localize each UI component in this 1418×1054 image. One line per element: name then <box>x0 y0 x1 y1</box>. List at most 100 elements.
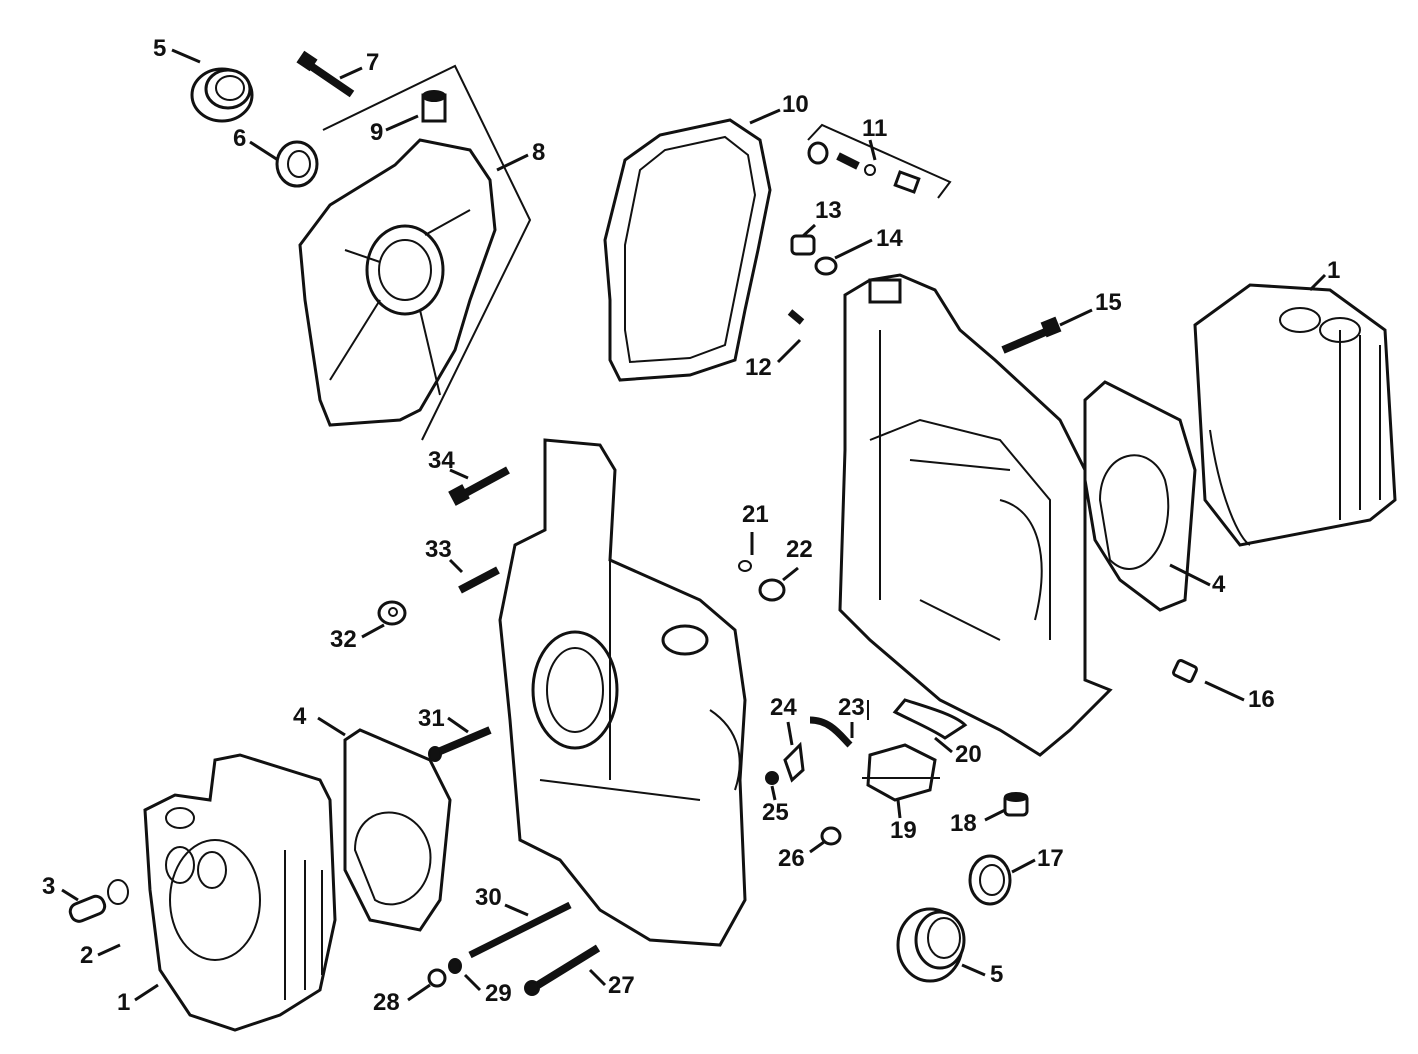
leader-line-1 <box>1308 273 1327 292</box>
callout-label-23: 23 <box>838 694 865 721</box>
callout-label-20: 20 <box>955 741 982 768</box>
callout-label-3: 3 <box>42 873 55 900</box>
leader-line-32 <box>361 623 385 639</box>
leader-line-16 <box>1204 680 1245 702</box>
leader-line-15 <box>1059 308 1093 327</box>
plug-16 <box>1172 659 1198 683</box>
leader-line-8 <box>496 153 529 172</box>
leader-line-10 <box>749 108 781 125</box>
callout-label-4: 4 <box>1212 571 1226 598</box>
pin-12 <box>787 309 805 325</box>
bracket-24 <box>783 741 805 783</box>
leader-line-20 <box>934 736 953 754</box>
stud-33 <box>458 566 500 594</box>
module-19 <box>862 743 940 802</box>
callout-label-29: 29 <box>485 980 512 1007</box>
bolt-31 <box>428 726 492 762</box>
bolt-34 <box>448 466 510 506</box>
clip-14 <box>814 256 838 276</box>
leader-line-9 <box>385 114 419 132</box>
callout-label-21: 21 <box>742 501 769 528</box>
leader-line-26 <box>809 840 825 854</box>
leader-line-17 <box>1011 858 1036 874</box>
tube-23 <box>809 700 869 748</box>
callout-label-4: 4 <box>293 703 307 730</box>
leader-line-34 <box>449 468 469 480</box>
leader-line-24 <box>786 721 794 746</box>
seal-6 <box>275 140 319 188</box>
callout-label-2: 2 <box>80 942 93 969</box>
callout-label-10: 10 <box>782 91 809 118</box>
callout-label-24: 24 <box>770 694 797 721</box>
leader-line-28 <box>407 983 431 1002</box>
gasket-4-left <box>343 728 452 932</box>
leader-line-12 <box>776 338 802 364</box>
seal-17 <box>968 854 1012 906</box>
callout-label-16: 16 <box>1248 686 1275 713</box>
callout-label-31: 31 <box>418 705 445 732</box>
callout-label-30: 30 <box>475 884 502 911</box>
callout-label-19: 19 <box>890 817 917 844</box>
leader-line-4 <box>317 716 346 737</box>
leader-line-13 <box>801 223 817 238</box>
leader-line-4 <box>1169 563 1211 587</box>
part-20 <box>892 698 968 740</box>
stud-30 <box>468 901 572 959</box>
callout-label-13: 13 <box>815 197 842 224</box>
part-13 <box>790 234 816 256</box>
leader-line-11 <box>868 139 877 161</box>
callout-label-8: 8 <box>532 139 545 166</box>
callout-label-34: 34 <box>428 447 455 474</box>
crankcase-right <box>838 273 1113 757</box>
callout-label-33: 33 <box>425 536 452 563</box>
callout-label-27: 27 <box>608 972 635 999</box>
callout-label-22: 22 <box>786 536 813 563</box>
callout-label-7: 7 <box>366 49 379 76</box>
cylinder-1-right <box>1193 283 1397 547</box>
leader-line-22 <box>782 566 799 582</box>
leader-line-5 <box>171 48 201 64</box>
bolt-15 <box>1001 316 1062 354</box>
pin-3 <box>68 894 107 923</box>
leader-line-29 <box>463 973 482 992</box>
leader-line-25 <box>770 785 777 801</box>
oil-seal-housing-top <box>190 67 254 123</box>
bolt-27 <box>524 944 601 996</box>
callout-label-5: 5 <box>153 35 166 62</box>
callout-label-14: 14 <box>876 225 903 252</box>
leader-line-5 <box>961 963 986 977</box>
part-26 <box>820 826 842 846</box>
leader-line-31 <box>447 716 469 734</box>
cylinder-1-left <box>143 753 337 1032</box>
leader-line-6 <box>249 140 279 162</box>
callout-label-17: 17 <box>1037 845 1064 872</box>
oring-21 <box>738 560 752 572</box>
callout-label-32: 32 <box>330 626 357 653</box>
callout-label-9: 9 <box>370 119 383 146</box>
leader-line-18 <box>984 808 1006 822</box>
gasket-4-right <box>1083 380 1197 612</box>
ring-2 <box>107 879 129 905</box>
callout-label-25: 25 <box>762 799 789 826</box>
plug-9 <box>421 90 447 123</box>
relief-valve-kit-11 <box>807 123 952 199</box>
leader-line-1 <box>134 983 159 1002</box>
callout-label-5: 5 <box>990 961 1003 988</box>
screw-25 <box>765 771 779 785</box>
oil-seal-housing-bottom <box>896 907 966 983</box>
leader-line-3 <box>61 888 79 902</box>
closure-plate-8 <box>298 64 532 441</box>
bolt-7 <box>296 50 355 98</box>
leader-line-30 <box>504 903 529 917</box>
callout-label-28: 28 <box>373 989 400 1016</box>
nut-28 <box>427 968 447 988</box>
leader-line-19 <box>896 799 902 819</box>
nut-32 <box>377 600 407 626</box>
leader-line-14 <box>834 238 873 260</box>
leader-line-27 <box>588 968 607 987</box>
plug-18 <box>1003 792 1029 817</box>
callout-label-1: 1 <box>1327 257 1340 284</box>
callout-label-18: 18 <box>950 810 977 837</box>
nut-22 <box>758 578 786 602</box>
